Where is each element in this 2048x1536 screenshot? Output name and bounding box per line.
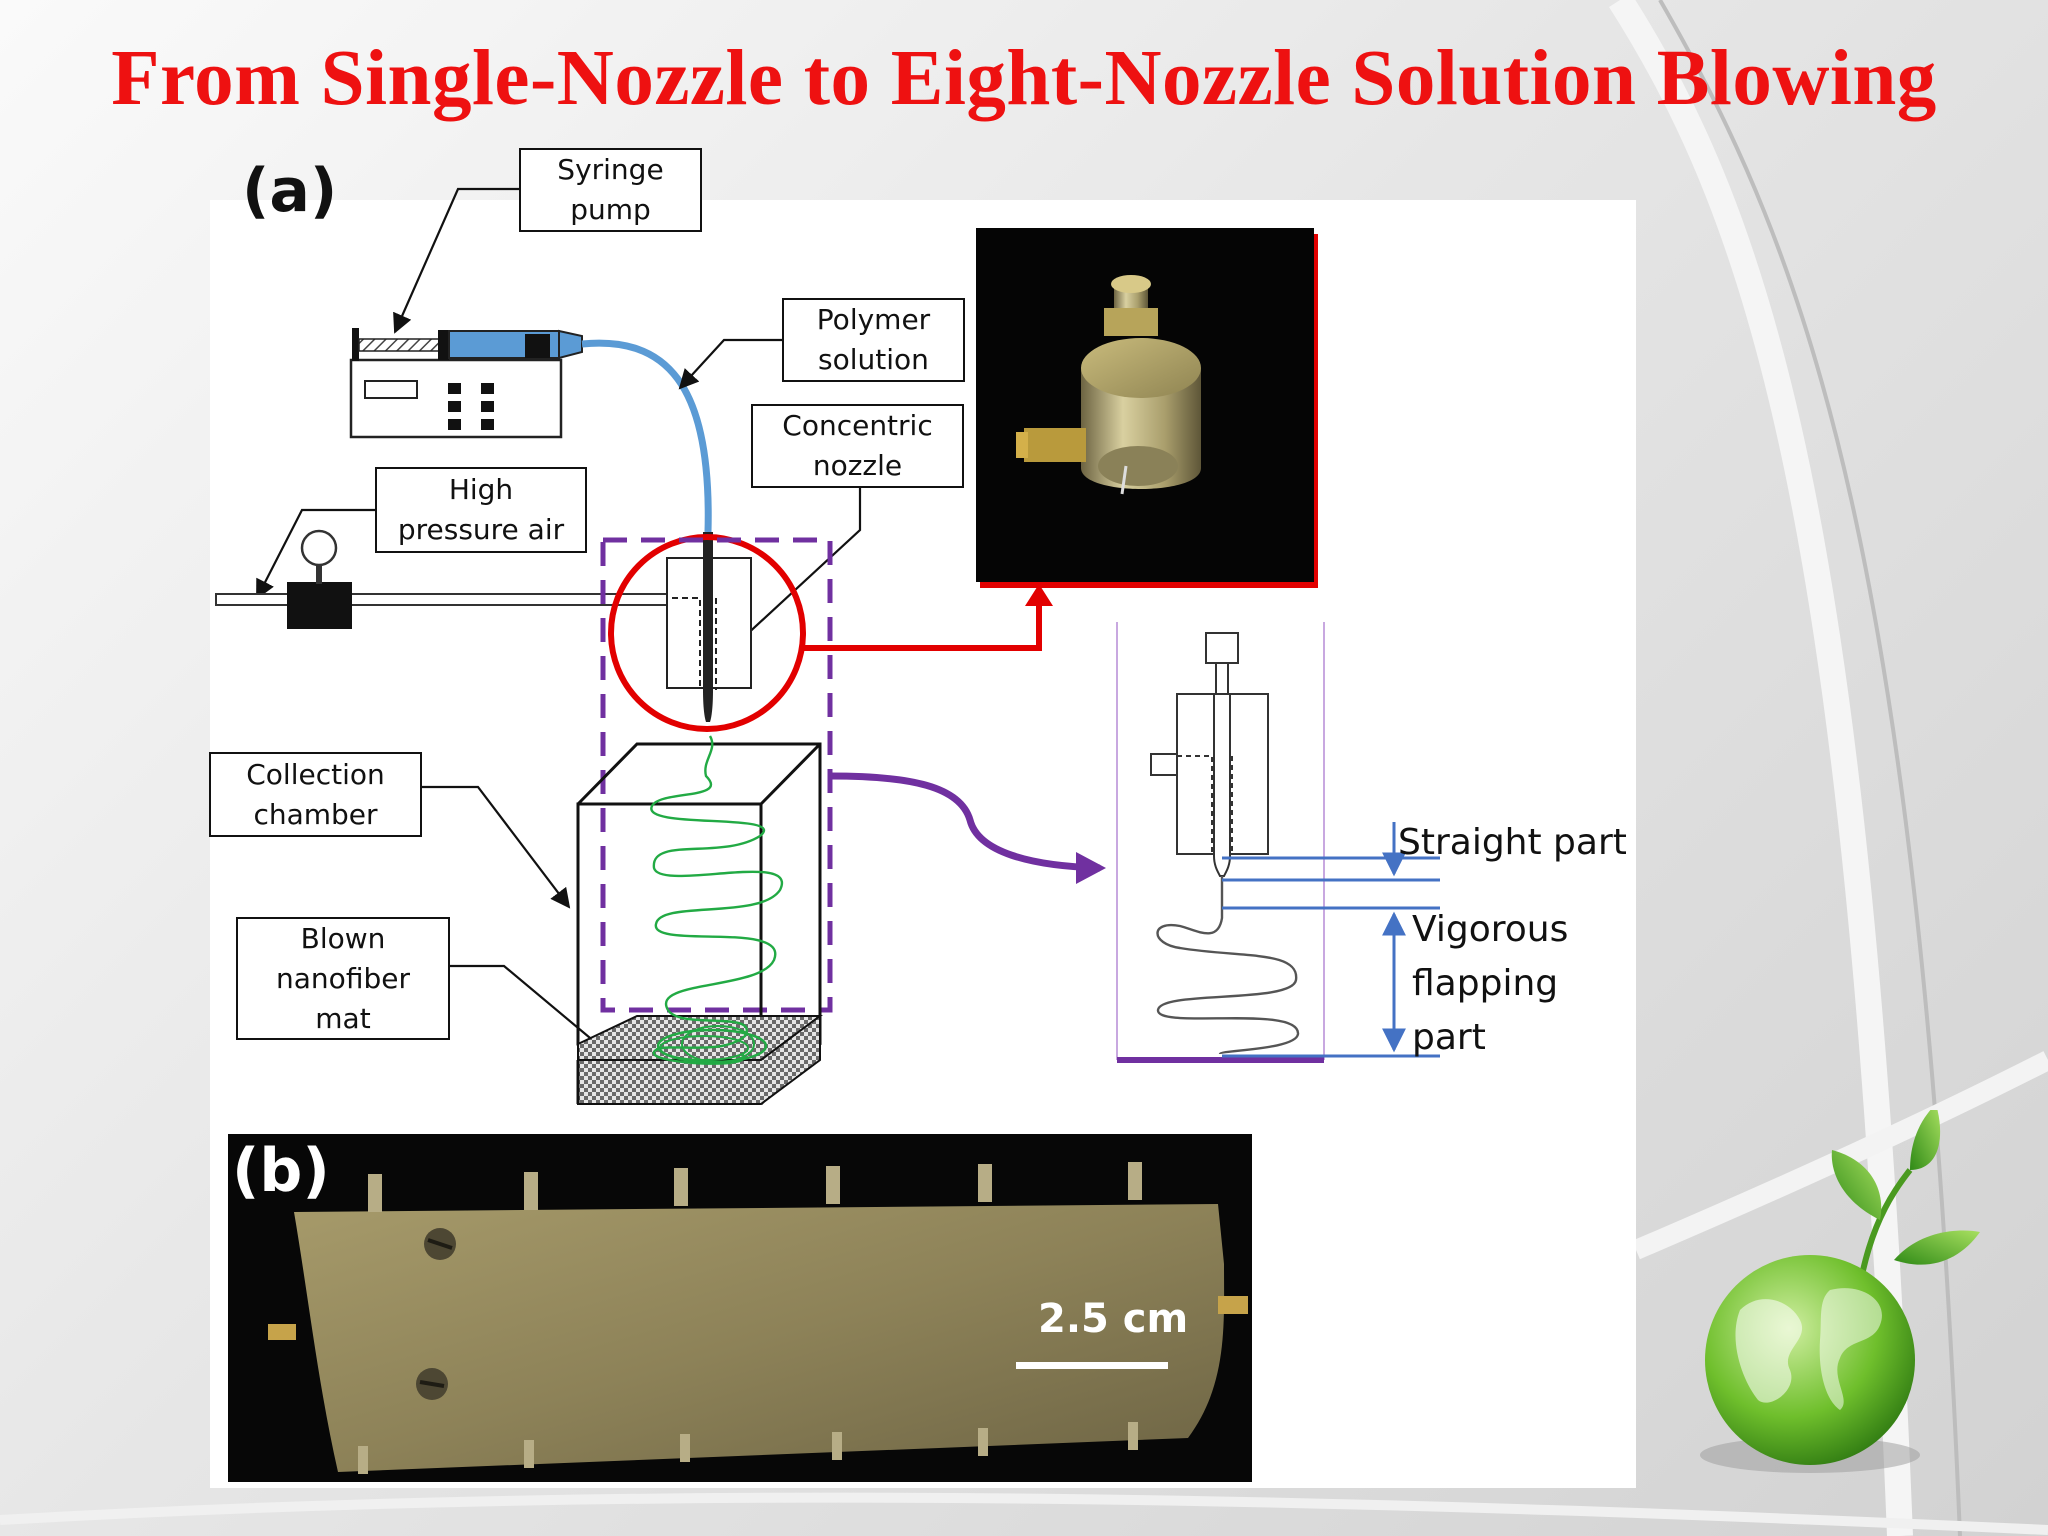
label-straight-part: Straight part [1398,822,1627,863]
label-concentric-nozzle: Concentric nozzle [751,404,964,488]
syringe-pump-icon [349,328,583,439]
scale-bar [1016,1362,1168,1369]
globe-icon [1700,1110,1980,1473]
nozzle-photo [976,228,1314,582]
label-flapping-part: Vigorous flapping part [1412,909,1569,1058]
label-syringe-pump: Syringe pump [519,148,702,232]
collection-chamber [576,742,824,1106]
pressure-gauge-icon [215,529,677,629]
label-blown-nanofiber-mat: Blown nanofiber mat [236,917,450,1040]
scale-label: 2.5 cm [1038,1296,1189,1342]
label-collection-chamber: Collection chamber [209,752,422,837]
label-polymer-solution: Polymer solution [782,298,965,382]
leaf-icon [1831,1110,1980,1265]
eight-nozzle-photo: (b) 2.5 cm [228,1134,1252,1482]
slide-title: From Single-Nozzle to Eight-Nozzle Solut… [111,35,1937,122]
panel-b-letter: (b) [232,1136,330,1206]
label-high-pressure-air: High pressure air [375,467,587,553]
panel-a-letter: (a) [242,156,338,226]
